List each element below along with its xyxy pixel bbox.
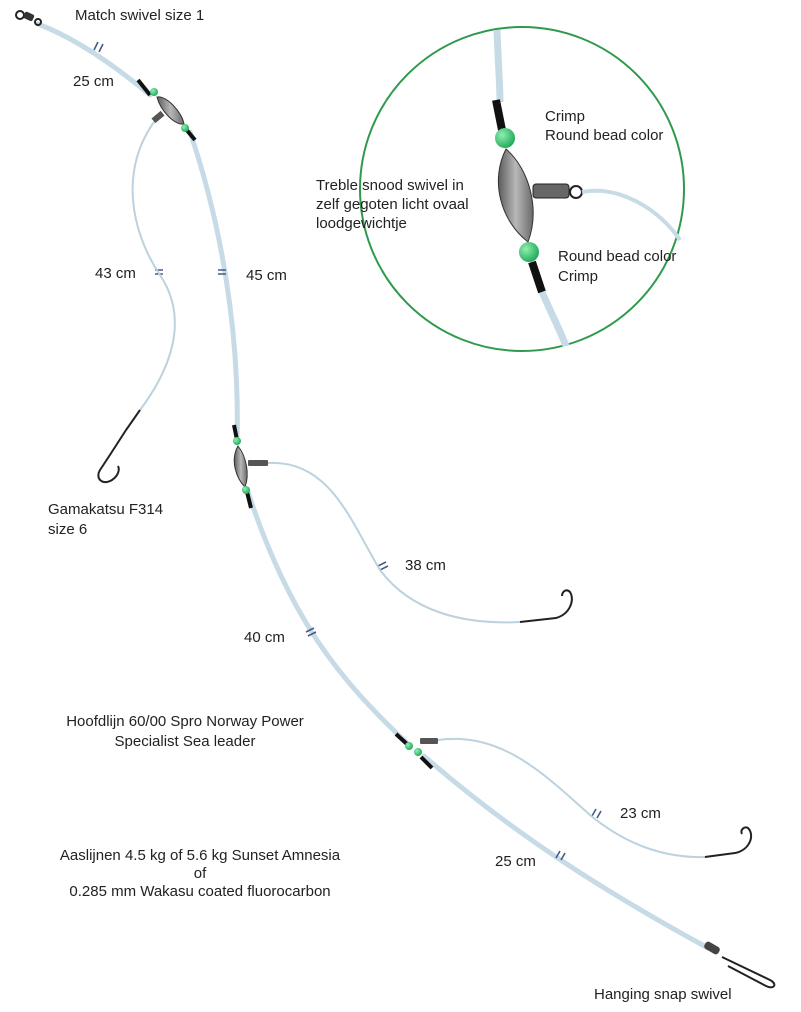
segment-3-length: 40 cm — [244, 629, 285, 646]
snoodline-label-line2: of — [193, 865, 207, 882]
detail-circle — [359, 26, 685, 352]
snoodline-label-line1: Aaslijnen 4.5 kg of 5.6 kg Sunset Amnesi… — [59, 847, 341, 864]
detail-bead-top-label: Round bead color — [545, 127, 664, 144]
treble-snood-swivel-3 — [394, 732, 438, 770]
snap-swivel-label: Hanging snap swivel — [594, 986, 732, 1003]
snap-swivel-icon — [704, 941, 776, 989]
hook-label-line2: size 6 — [48, 521, 88, 538]
hook-1-icon — [97, 409, 141, 484]
snood-3-length: 23 cm — [620, 805, 661, 822]
detail-view — [492, 29, 682, 348]
segment-1-length: 25 cm — [73, 73, 114, 90]
match-swivel-icon — [15, 10, 42, 26]
snood-3 — [437, 737, 706, 859]
treble-snood-swivel-2 — [232, 424, 268, 509]
hook-2-icon — [519, 589, 573, 623]
segment-2-length: 45 cm — [246, 267, 287, 284]
mainline-label-line2: Specialist Sea leader — [114, 733, 256, 750]
top-swivel-label: Match swivel size 1 — [75, 7, 205, 24]
snood-1-length: 43 cm — [95, 265, 136, 282]
detail-bead-bottom-label: Round bead color — [558, 248, 677, 265]
detail-swivel-label-line2: zelf gegoten licht ovaal — [316, 196, 469, 213]
detail-crimp-top-label: Crimp — [545, 108, 585, 125]
segment-4-length: 25 cm — [495, 853, 536, 870]
detail-swivel-label-line1: Treble snood swivel in — [316, 177, 464, 194]
mainline-label-line1: Hoofdlijn 60/00 Spro Norway Power — [66, 713, 304, 730]
snoodline-label-line3: 0.285 mm Wakasu coated fluorocarbon — [69, 883, 331, 900]
snood-1 — [131, 121, 176, 411]
hook-label-line1: Gamakatsu F314 — [48, 501, 164, 518]
main-line — [35, 21, 711, 951]
detail-swivel-label-line3: loodgewichtje — [316, 215, 407, 232]
snood-2 — [267, 461, 521, 624]
hook-3-icon — [704, 826, 753, 858]
snood-2-length: 38 cm — [405, 557, 446, 574]
treble-snood-swivel-1 — [136, 78, 197, 142]
detail-crimp-bottom-label: Crimp — [558, 268, 598, 285]
